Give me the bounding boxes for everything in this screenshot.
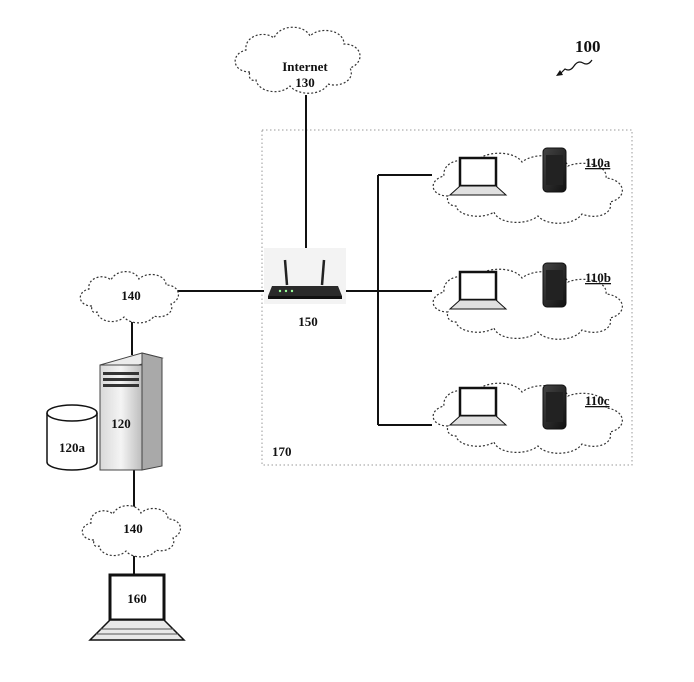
database-cylinder-icon [46,404,98,471]
database-label: 120a [59,440,86,455]
internet-cloud-icon [234,26,361,94]
network-left-label: 140 [121,288,141,303]
laptop-icon [88,573,186,641]
server-tower-icon [99,352,164,471]
smartphone-icon [542,147,567,193]
device-c-label: 110c [585,393,610,408]
local-network-label: 170 [272,444,292,459]
smartphone-icon [542,262,567,308]
internet-label: Internet [282,59,328,74]
terminal-label: 160 [127,591,147,606]
laptop-icon [448,270,508,310]
network-bottom-label: 140 [123,521,143,536]
device-a-label: 110a [585,155,611,170]
laptop-icon [448,386,508,426]
router-icon [264,248,346,304]
reference-arrow [558,59,593,76]
laptop-icon [448,156,508,196]
server-label: 120 [111,416,131,431]
local-network-boundary [261,129,633,466]
router-label: 150 [298,314,318,329]
internet-ref-label: 130 [295,75,315,90]
reference-arrow-head [556,70,563,76]
system-label: 100 [575,37,601,56]
network-cloud-icon [81,505,181,558]
smartphone-icon [542,384,567,430]
device-b-label: 110b [585,270,611,285]
network-cloud-icon [79,271,179,324]
